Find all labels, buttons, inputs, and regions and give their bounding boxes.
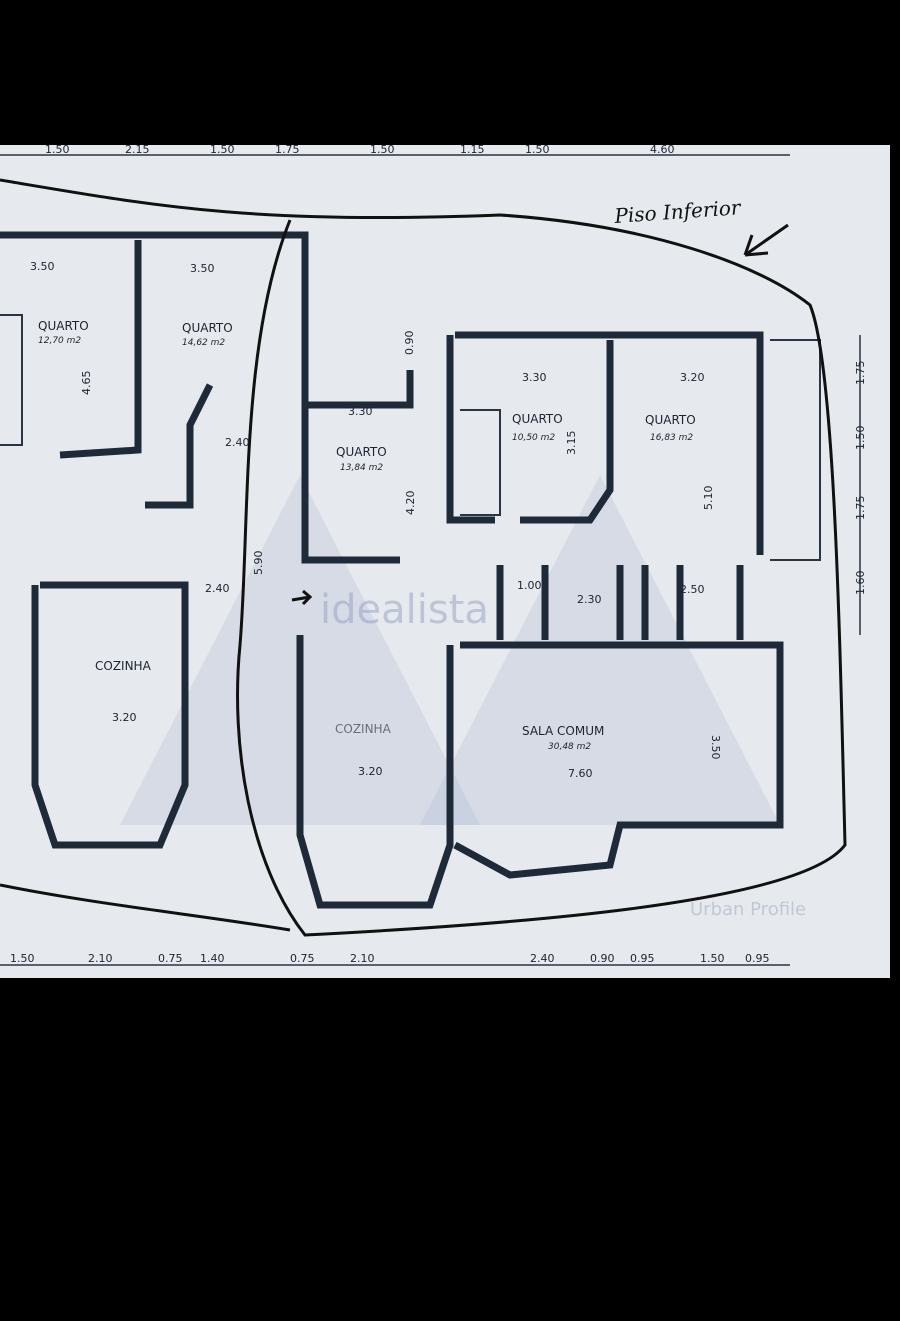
- dim-label: 0.90: [403, 331, 416, 356]
- dim-label: 2.15: [125, 145, 150, 156]
- dim-label: 3.50: [709, 735, 722, 760]
- dim-label: 0.95: [745, 952, 770, 965]
- dim-label: 3.20: [680, 371, 705, 384]
- room-name: COZINHA: [95, 659, 152, 673]
- room-name: SALA COMUM: [522, 724, 604, 738]
- room-area: 10,50 m2: [512, 433, 555, 443]
- room-area: 14,62 m2: [182, 338, 225, 348]
- dim-label: 3.50: [30, 260, 55, 273]
- arrow-icon: [291, 589, 313, 606]
- dim-label: 0.95: [630, 952, 655, 965]
- dim-label: 4.65: [80, 371, 93, 396]
- dim-label: 3.20: [112, 711, 137, 724]
- bottom-dimensions: 1.50 2.10 0.75 1.40 0.75 2.10 2.40 0.90 …: [10, 952, 770, 965]
- dim-label: 1.50: [854, 426, 867, 451]
- room-name: QUARTO: [336, 445, 387, 459]
- room-quarto-1: 3.50 QUARTO 12,70 m2 4.65: [30, 260, 93, 395]
- dim-label: 1.50: [45, 145, 70, 156]
- watermark-urban-profile: Urban Profile: [690, 899, 806, 920]
- top-dimensions: 1.50 2.15 1.50 1.75 1.50 1.15 1.50 4.60: [45, 143, 675, 156]
- floor-plan-drawing: idealista Urban Profile 1.50 2.15 1.50 1…: [0, 143, 867, 966]
- room-area: 30,48 m2: [548, 742, 591, 752]
- dim-label: 0.90: [590, 952, 615, 965]
- dim-label: 1.50: [525, 145, 550, 156]
- dim-label: 5.90: [252, 551, 265, 576]
- dim-label: 3.20: [358, 765, 383, 778]
- room-name: QUARTO: [512, 412, 563, 426]
- dim-label: 3.15: [565, 431, 578, 456]
- dim-label: 2.50: [680, 583, 705, 596]
- room-area: 13,84 m2: [340, 463, 383, 473]
- misc-dimensions: 2.40 2.40 1.00 2.30 2.50 0.90 5.90: [205, 331, 705, 607]
- dim-label: 0.75: [290, 952, 315, 965]
- room-quarto-4: 3.30 QUARTO 10,50 m2 3.15: [512, 371, 578, 455]
- dim-label: 0.75: [158, 952, 183, 965]
- dim-label: 4.60: [650, 145, 675, 156]
- room-cozinha-2: COZINHA 3.20: [335, 722, 392, 778]
- handwritten-line: [0, 883, 291, 932]
- dim-label: 7.60: [568, 767, 593, 780]
- dim-label: 1.15: [460, 145, 485, 156]
- room-area: 12,70 m2: [38, 336, 81, 346]
- dim-label: 1.50: [700, 952, 725, 965]
- dim-label: 1.75: [854, 361, 867, 386]
- dim-label: 1.00: [517, 579, 542, 592]
- dim-label: 1.40: [200, 952, 225, 965]
- room-area: 16,83 m2: [650, 433, 693, 443]
- dim-label: 2.30: [577, 593, 602, 606]
- walls: [0, 231, 821, 909]
- room-cozinha-1: COZINHA 3.20: [95, 659, 152, 724]
- dim-label: 1.50: [370, 145, 395, 156]
- room-quarto-3: 3.30 QUARTO 13,84 m2 4.20: [336, 405, 417, 515]
- room-name: QUARTO: [645, 413, 696, 427]
- dim-label: 1.60: [854, 571, 867, 596]
- dim-label: 1.50: [10, 952, 35, 965]
- dim-label: 1.75: [275, 145, 300, 156]
- room-quarto-2: 3.50 QUARTO 14,62 m2: [182, 262, 233, 348]
- dim-label: 1.50: [210, 145, 235, 156]
- watermark-idealista: idealista: [320, 587, 489, 633]
- room-name: QUARTO: [182, 321, 233, 335]
- room-name: QUARTO: [38, 319, 89, 333]
- dim-label: 2.40: [225, 436, 250, 449]
- dim-label: 3.50: [190, 262, 215, 275]
- dim-label: 1.75: [854, 496, 867, 521]
- room-quarto-5: 3.20 QUARTO 16,83 m2 5.10: [645, 371, 715, 510]
- right-dimensions: 1.75 1.50 1.75 1.60: [854, 361, 867, 596]
- dim-label: 4.20: [404, 491, 417, 516]
- dim-label: 2.10: [88, 952, 113, 965]
- dim-label: 5.10: [702, 486, 715, 511]
- arrow-icon: [743, 223, 789, 257]
- watermark-shape: [420, 475, 780, 825]
- dim-label: 2.10: [350, 952, 375, 965]
- note-piso-inferior: Piso Inferior: [613, 195, 743, 228]
- dim-label: 2.40: [530, 952, 555, 965]
- dim-label: 3.30: [522, 371, 547, 384]
- room-name: COZINHA: [335, 722, 392, 736]
- floor-plan-photo: idealista Urban Profile 1.50 2.15 1.50 1…: [0, 143, 890, 978]
- room-sala-comum: SALA COMUM 30,48 m2 7.60 3.50: [522, 724, 722, 780]
- handwritten-outline: [0, 178, 847, 937]
- dim-label: 2.40: [205, 582, 230, 595]
- dim-label: 3.30: [348, 405, 373, 418]
